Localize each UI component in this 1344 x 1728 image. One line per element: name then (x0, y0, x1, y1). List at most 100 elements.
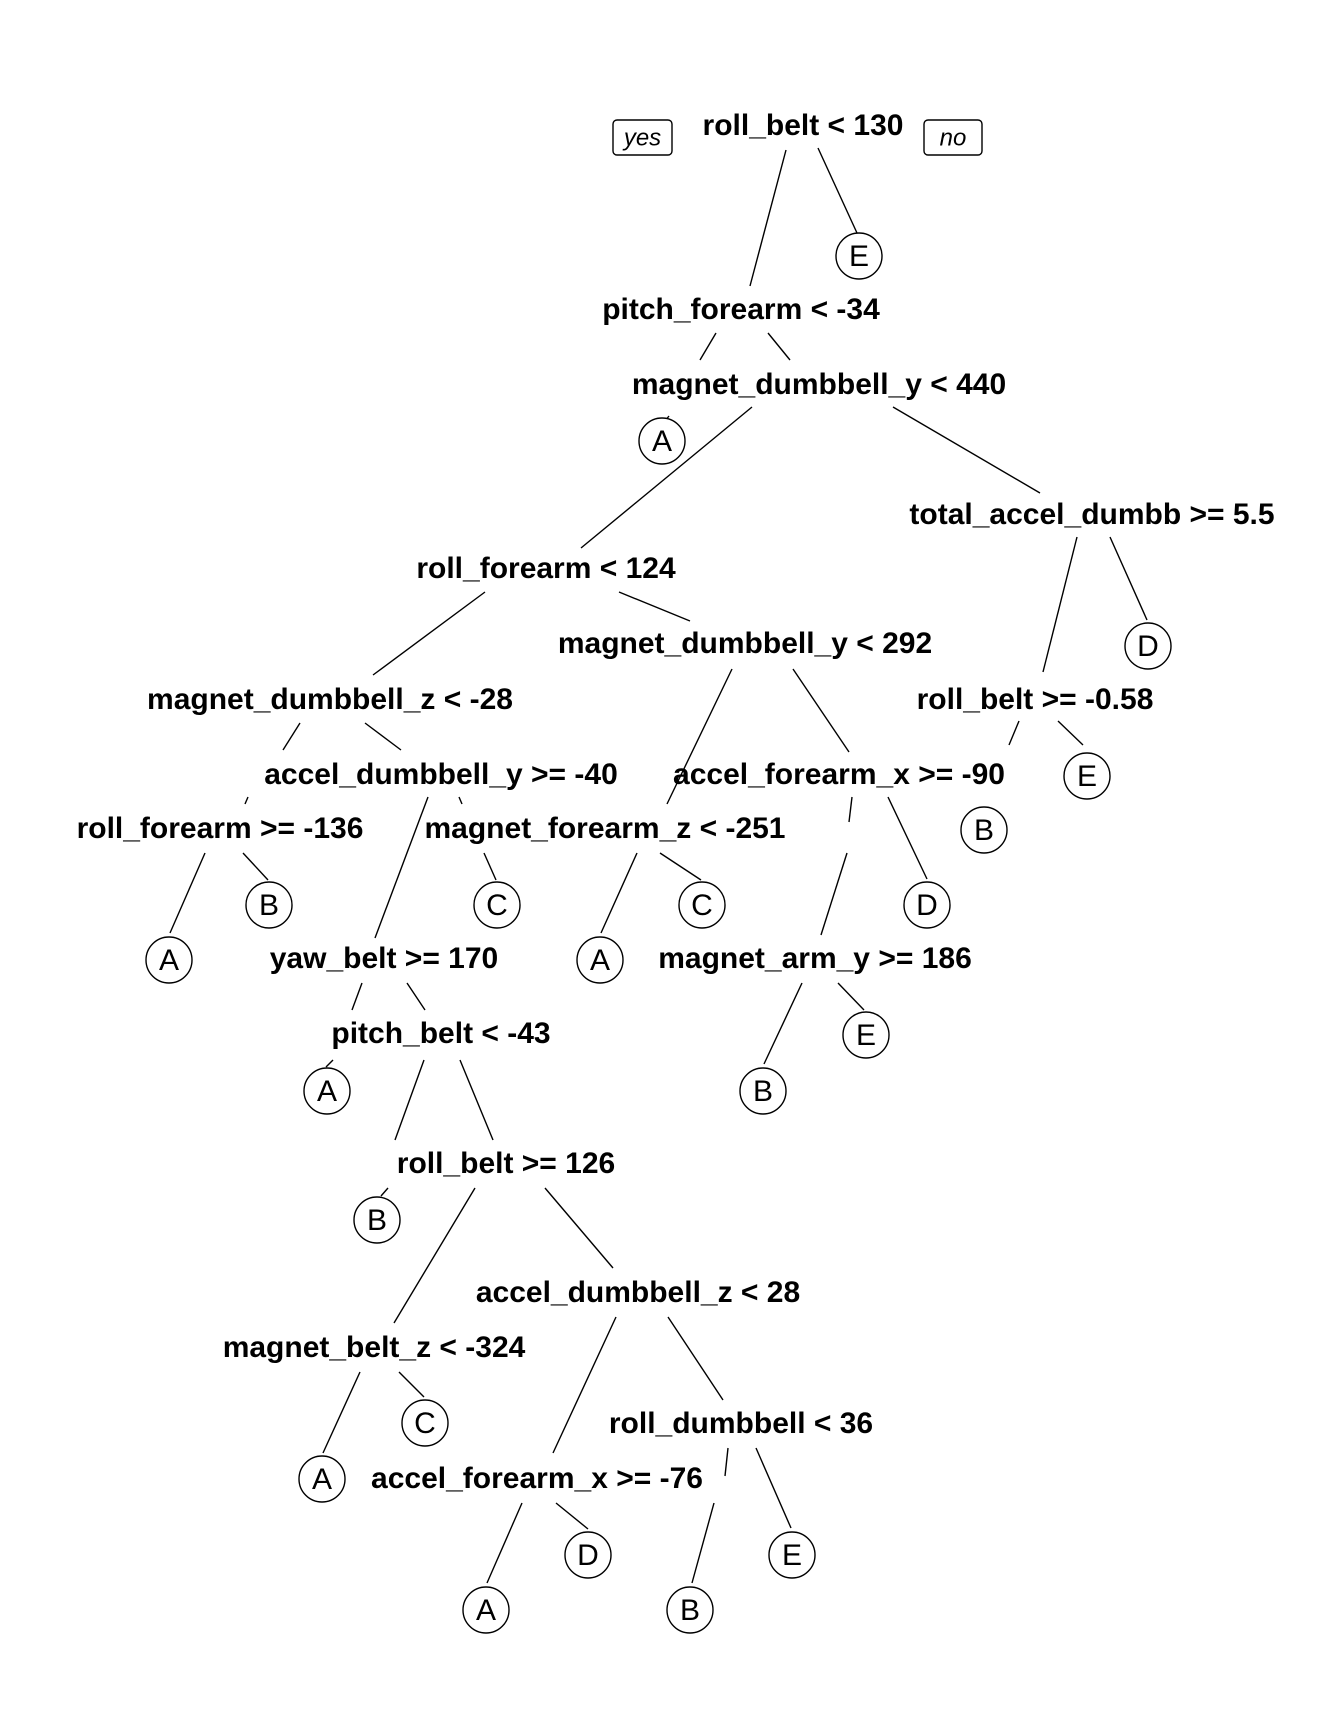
tree-edge (552, 1316, 617, 1454)
tree-edge (659, 852, 702, 881)
split-node-label: roll_forearm < 124 (416, 552, 676, 585)
split-node-label: accel_dumbbell_y >= -40 (264, 758, 618, 791)
leaf-node: B (666, 1586, 714, 1634)
tree-edge (724, 1447, 729, 1477)
leaf-class-label: B (367, 1204, 387, 1237)
tree-edge (767, 332, 791, 361)
no-branch-tag-label: no (940, 125, 967, 152)
split-node-label: magnet_dumbbell_y < 440 (632, 368, 1006, 401)
tree-edge (393, 1187, 476, 1324)
leaf-node: E (1063, 752, 1111, 800)
tree-edge (325, 1059, 334, 1068)
tree-edge (459, 1059, 494, 1141)
tree-edge (848, 796, 853, 823)
leaf-class-label: B (259, 889, 279, 922)
tree-edge (666, 668, 733, 805)
split-node-label: pitch_belt < -43 (331, 1017, 550, 1050)
tree-edge (486, 1502, 523, 1584)
tree-edge (1008, 720, 1020, 746)
leaf-node: D (1124, 622, 1172, 670)
split-node-label: roll_belt >= -0.58 (917, 683, 1154, 716)
tree-edge (691, 1502, 715, 1584)
split-node-label: total_accel_dumbb >= 5.5 (909, 498, 1274, 531)
leaf-node: D (564, 1531, 612, 1579)
tree-edge (483, 852, 497, 881)
tree-edge (892, 406, 1041, 494)
split-node-label: accel_dumbbell_z < 28 (476, 1276, 800, 1309)
tree-edge (555, 1502, 589, 1530)
tree-edge (600, 852, 638, 934)
leaf-node: D (903, 881, 951, 929)
leaf-node: C (401, 1399, 449, 1447)
leaf-class-label: A (476, 1594, 496, 1627)
leaf-class-label: B (974, 814, 994, 847)
leaf-node: A (462, 1586, 510, 1634)
tree-edge (817, 147, 858, 234)
leaf-node: B (245, 881, 293, 929)
tree-edge (755, 1447, 792, 1529)
leaf-class-label: E (782, 1539, 802, 1572)
no-branch-tag: no (923, 119, 983, 156)
leaf-node: A (638, 417, 686, 465)
leaf-class-label: B (753, 1075, 773, 1108)
tree-edge (837, 982, 865, 1011)
tree-edge (667, 1316, 724, 1401)
split-node-label: roll_belt >= 126 (397, 1147, 615, 1180)
split-node-label: magnet_dumbbell_z < -28 (147, 683, 513, 716)
leaf-class-label: E (856, 1019, 876, 1052)
tree-edge (580, 406, 753, 549)
tree-edge (792, 668, 850, 753)
tree-edge (374, 796, 429, 939)
tree-edge (282, 722, 301, 751)
leaf-node: B (960, 806, 1008, 854)
leaf-node: E (842, 1011, 890, 1059)
leaf-class-label: A (317, 1075, 337, 1108)
leaf-class-label: D (916, 889, 938, 922)
leaf-class-label: D (1137, 630, 1159, 663)
split-node-label: magnet_forearm_z < -251 (425, 812, 786, 845)
tree-edge (820, 852, 848, 936)
leaf-node: A (303, 1067, 351, 1115)
tree-edge (244, 796, 249, 805)
tree-edge (394, 1059, 425, 1141)
leaf-class-label: C (691, 889, 713, 922)
leaf-class-label: A (159, 944, 179, 977)
split-node-label: accel_forearm_x >= -90 (673, 758, 1005, 791)
tree-edge (887, 796, 928, 880)
tree-edge (351, 982, 363, 1011)
leaf-node: C (678, 881, 726, 929)
split-node-label: roll_dumbbell < 36 (609, 1407, 873, 1440)
split-node-label: magnet_arm_y >= 186 (658, 942, 972, 975)
split-node-label: yaw_belt >= 170 (270, 942, 499, 975)
split-node-label: accel_forearm_x >= -76 (371, 1462, 703, 1495)
split-node-label: magnet_belt_z < -324 (223, 1331, 526, 1364)
tree-edge (242, 852, 269, 881)
tree-edge (749, 149, 787, 287)
leaf-node: E (835, 232, 883, 280)
yes-branch-tag: yes (612, 119, 673, 156)
leaf-node: E (768, 1531, 816, 1579)
leaf-class-label: A (652, 425, 672, 458)
leaf-class-label: C (414, 1407, 436, 1440)
tree-edge (1057, 720, 1084, 746)
tree-edge (372, 591, 486, 676)
tree-edge (699, 332, 717, 361)
tree-edge (406, 982, 426, 1011)
tree-edge (458, 796, 463, 805)
leaf-class-label: A (312, 1463, 332, 1496)
leaf-node: A (576, 936, 624, 984)
leaf-node: B (739, 1067, 787, 1115)
split-node-label: magnet_dumbbell_y < 292 (558, 627, 932, 660)
tree-edge (763, 982, 803, 1065)
yes-branch-tag-label: yes (622, 125, 661, 152)
leaf-class-label: C (486, 889, 508, 922)
leaf-class-label: A (590, 944, 610, 977)
tree-edge (618, 591, 691, 622)
tree-edge (322, 1371, 361, 1454)
leaf-node: C (473, 881, 521, 929)
tree-edge (169, 852, 206, 934)
tree-edge (380, 1187, 389, 1197)
leaf-node: B (353, 1196, 401, 1244)
tree-edge (1109, 536, 1148, 621)
